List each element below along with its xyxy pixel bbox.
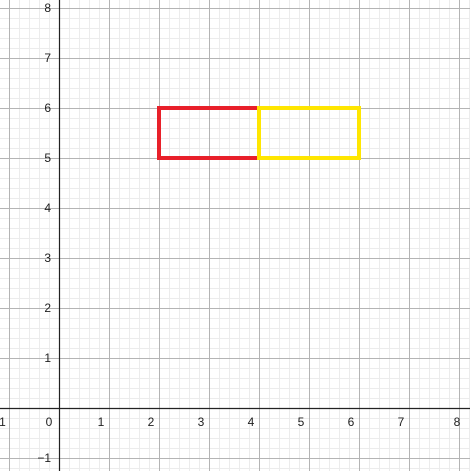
x-tick-label: −1 (0, 415, 6, 429)
x-tick-label: 8 (454, 415, 461, 429)
y-tick-label: 4 (44, 201, 51, 215)
x-tick-label: 4 (248, 415, 255, 429)
x-tick-label: 5 (298, 415, 305, 429)
y-tick-label: 3 (44, 251, 51, 265)
x-tick-label: 3 (198, 415, 205, 429)
y-tick-label: 2 (44, 301, 51, 315)
y-tick-label: 1 (44, 351, 51, 365)
x-tick-label: 2 (148, 415, 155, 429)
y-tick-labels: −1 1 2 3 4 5 6 7 8 (37, 1, 51, 465)
y-tick-label: 8 (44, 1, 51, 15)
shapes (157, 106, 361, 160)
x-tick-label: 7 (398, 415, 405, 429)
x-tick-label: 0 (46, 415, 53, 429)
y-tick-label: −1 (37, 451, 51, 465)
x-tick-labels: −1 0 1 2 3 4 5 6 7 8 (0, 415, 461, 429)
y-tick-label: 7 (44, 51, 51, 65)
yellow-rectangle (257, 106, 361, 160)
y-tick-label: 6 (44, 101, 51, 115)
x-tick-label: 1 (98, 415, 105, 429)
y-tick-label: 5 (44, 151, 51, 165)
x-tick-label: 6 (348, 415, 355, 429)
